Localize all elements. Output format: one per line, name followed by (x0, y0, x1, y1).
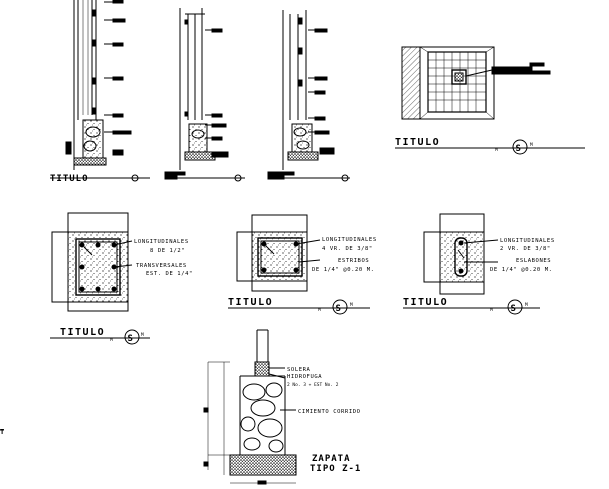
wall-section-2 (164, 8, 245, 182)
footing-label-hidrofuga: HIDROFUGA (287, 374, 322, 380)
symbol-3: S (336, 304, 343, 314)
footing-title-1: ZAPATA (312, 454, 351, 464)
column-narrow-label-1: LONGITUDINALES (500, 238, 555, 244)
marker-4b: M (525, 302, 528, 308)
title-bar-3 (228, 299, 370, 315)
footing-plan (395, 46, 585, 155)
column-section-narrow (423, 213, 499, 295)
column-square-label-2: 8 DE 1/2" (150, 248, 185, 254)
column-section-square (51, 212, 133, 312)
marker-5a: M (110, 337, 113, 343)
marker-3a: M (318, 307, 321, 313)
footing-title-2: TIPO Z-1 (310, 464, 361, 474)
footing-label-cimiento: CIMIENTO CORRIDO (298, 409, 361, 415)
column-section-medium (236, 214, 321, 292)
marker-5b: M (141, 332, 144, 338)
title-bar-5 (50, 329, 150, 345)
column-narrow-label-2: 2 VR. DE 3/8" (500, 246, 551, 252)
column-square-label-4: EST. DE 1/4" (146, 271, 193, 277)
marker-2b: M (530, 142, 533, 148)
column-narrow-label-3: ESLABONES (516, 258, 551, 264)
edge-mark: T (0, 428, 5, 436)
title-5: TITULO (60, 327, 105, 338)
footing-label-bars: 2 No. 3 + EST No. 2 (287, 382, 339, 388)
column-medium-label-4: DE 1/4" @0.20 M. (312, 267, 375, 273)
column-medium-label-2: 4 VR. DE 3/8" (322, 246, 373, 252)
marker-4a: M (490, 307, 493, 313)
symbol-5: S (128, 334, 135, 344)
footing-section (0, 329, 297, 485)
column-medium-label-1: LONGITUDINALES (322, 237, 377, 243)
symbol-4: S (511, 304, 518, 314)
symbol-2: S (516, 144, 523, 154)
title-3: TITULO (228, 297, 273, 308)
marker-2a: M (495, 147, 498, 153)
title-bar-4 (403, 299, 540, 315)
column-square-label-1: LONGITUDINALES (134, 239, 189, 245)
title-4: TITULO (403, 297, 448, 308)
title-1: TITULO (50, 174, 89, 184)
column-square-label-3: TRANSVERSALES (136, 263, 187, 269)
column-medium-label-3: ESTRIBOS (338, 258, 369, 264)
wall-section-3 (267, 10, 350, 182)
footing-label-solera: SOLERA (287, 367, 311, 373)
column-narrow-label-4: DE 1/4" @0.20 M. (490, 267, 553, 273)
marker-3b: M (350, 302, 353, 308)
title-2: TITULO (395, 137, 440, 148)
wall-section-1 (50, 0, 150, 182)
